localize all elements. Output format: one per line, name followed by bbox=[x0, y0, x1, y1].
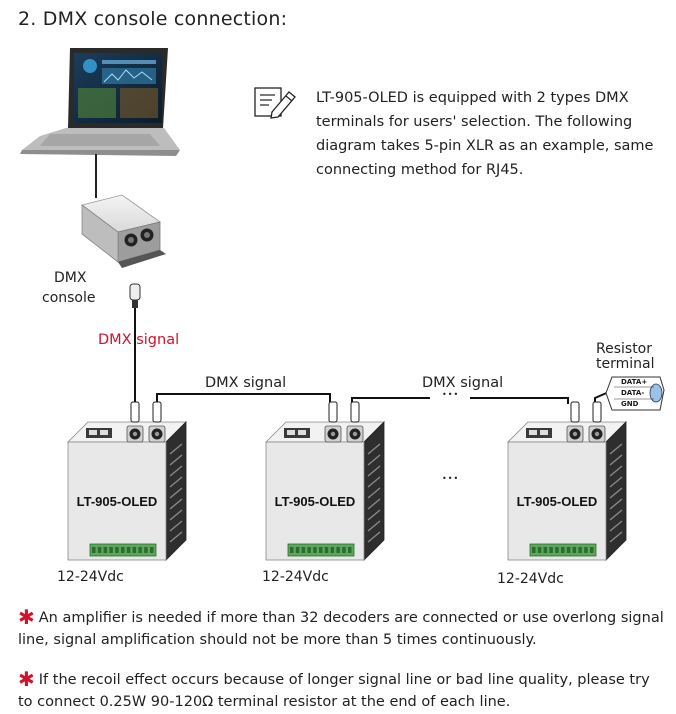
device-unit: LT-905-OLED bbox=[67, 401, 187, 561]
resistor-label-line1: Resistor bbox=[596, 341, 652, 357]
asterisk-icon: ✱ bbox=[18, 605, 35, 629]
resistor-terminal-icon bbox=[605, 376, 665, 411]
dmx-signal-label-red: DMX signal bbox=[98, 332, 180, 348]
console-label-line2: console bbox=[42, 290, 96, 306]
device-unit: LT-905-OLED bbox=[265, 401, 385, 561]
footnote-1-text: An amplifier is needed if more than 32 d… bbox=[18, 610, 664, 648]
device-name-label: LT-905-OLED bbox=[77, 494, 158, 509]
resistor-label-line2: terminal bbox=[596, 356, 655, 372]
dmx-signal-label-1: DMX signal bbox=[205, 375, 287, 391]
device-name-label: LT-905-OLED bbox=[517, 494, 598, 509]
footnote-1: ✱An amplifier is needed if more than 32 … bbox=[18, 604, 668, 651]
dmx-console-icon bbox=[81, 194, 166, 268]
laptop-icon bbox=[20, 48, 180, 156]
note-text: LT-905-OLED is equipped with 2 types DMX… bbox=[316, 90, 654, 178]
device-voltage-2: 12-24Vdc bbox=[262, 569, 329, 585]
device-voltage-3: 12-24Vdc bbox=[497, 571, 564, 587]
resistor-pin-data-plus: DATA+ bbox=[621, 378, 648, 386]
note-pencil-icon bbox=[254, 87, 296, 119]
resistor-pin-gnd: GND bbox=[621, 400, 639, 408]
resistor-pin-labels: DATA+ DATA- GND bbox=[621, 377, 647, 410]
resistor-pin-data-minus: DATA- bbox=[621, 389, 645, 397]
device-name-label: LT-905-OLED bbox=[275, 494, 356, 509]
device-unit: LT-905-OLED bbox=[507, 401, 627, 561]
dmx-signal-label-2: DMX signal bbox=[422, 375, 504, 391]
footnote-2: ✱If the recoil effect occurs because of … bbox=[18, 666, 668, 713]
ellipsis-top: ••• bbox=[442, 390, 460, 399]
device-voltage-1: 12-24Vdc bbox=[57, 569, 124, 585]
footnote-2-text: If the recoil effect occurs because of l… bbox=[18, 672, 650, 710]
console-label-line1: DMX bbox=[54, 270, 87, 286]
xlr-plug-icon bbox=[129, 283, 141, 308]
asterisk-icon: ✱ bbox=[18, 667, 35, 691]
ellipsis-mid: ••• bbox=[442, 474, 460, 483]
section-heading: 2. DMX console connection: bbox=[18, 8, 288, 30]
